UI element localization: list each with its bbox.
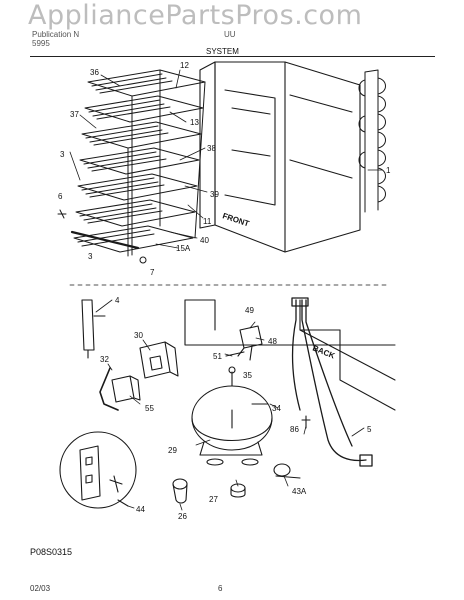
callout-43a: 43A [292,487,307,496]
condenser-coil [358,69,386,213]
callout-37: 37 [70,110,79,119]
callout-49: 49 [245,306,254,315]
callout-35: 35 [243,371,252,380]
back-label: BACK [311,344,336,361]
start-relay [111,375,141,403]
mounting-cap [172,478,188,504]
filter-drier [81,299,106,359]
callout-3-lower: 3 [88,252,93,261]
callout-40: 40 [200,236,209,245]
callout-27: 27 [209,495,218,504]
callout-36: 36 [90,68,99,77]
front-label: FRONT [221,211,250,228]
upper-leaders [69,69,383,249]
cabinet-outline [199,61,361,253]
header-left-line2: 5995 [32,39,50,48]
watermark-logo: AppliancePartsPros.com [28,0,363,31]
callout-7: 7 [150,268,155,277]
grommet [230,483,246,498]
callout-55: 55 [145,404,154,413]
page-number: 6 [218,584,223,593]
callout-86: 86 [290,425,299,434]
callout-34: 34 [272,404,281,413]
figure-code: P08S0315 [30,547,73,557]
lower-leaders [95,299,365,511]
callout-51: 51 [213,352,222,361]
thermostat-inset [59,431,137,509]
callout-15a: 15A [176,244,191,253]
callout-11: 11 [203,217,212,226]
callout-3-upper: 3 [60,150,65,159]
callout-5: 5 [367,425,372,434]
wire-harness-short [99,367,119,411]
callout-32: 32 [100,355,109,364]
callout-48: 48 [268,337,277,346]
evaporator-shelf-rack [57,69,206,264]
power-cord-harness [291,297,373,467]
callout-6: 6 [58,192,63,201]
callout-44: 44 [136,505,145,514]
header-right-line1: UU [224,30,236,39]
rear-cabinet-panel [184,299,396,411]
callout-1: 1 [386,166,391,175]
callout-13: 13 [190,118,199,127]
callout-12: 12 [180,61,189,70]
callout-26: 26 [178,512,187,521]
compressor [191,366,273,466]
callout-38: 38 [207,144,216,153]
callout-39: 39 [210,190,219,199]
relay-overload [139,341,179,379]
section-title: SYSTEM [206,47,239,56]
solenoid-valve [225,325,263,361]
callout-30: 30 [134,331,143,340]
header-left-line1: Publication N [32,30,80,39]
header-rule [30,56,435,57]
page-date: 02/03 [30,584,51,593]
callout-4: 4 [115,296,120,305]
callout-29: 29 [168,446,177,455]
tubing-clamp [273,463,301,479]
